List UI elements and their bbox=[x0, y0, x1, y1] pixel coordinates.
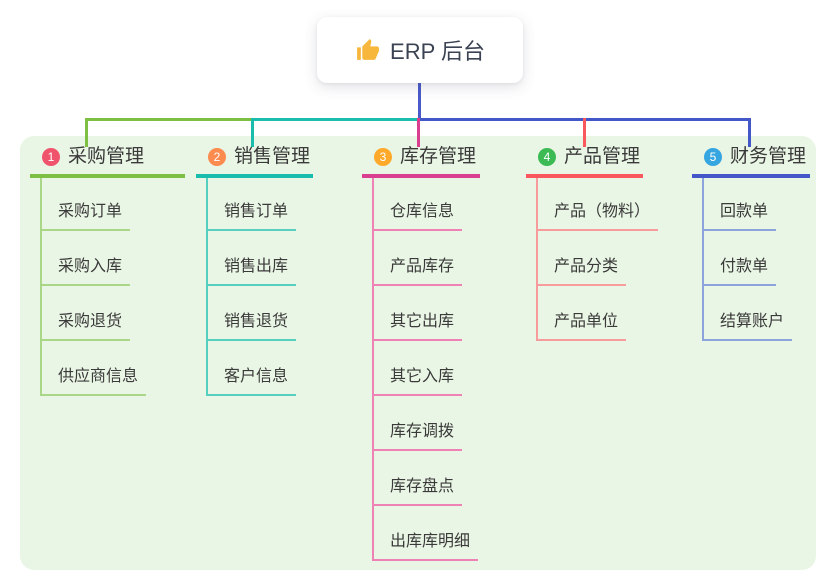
branch-title: 财务管理 bbox=[730, 146, 807, 167]
drop-line-product bbox=[583, 118, 586, 147]
drop-line-inventory bbox=[417, 118, 420, 147]
branch-line bbox=[372, 178, 374, 561]
node-item[interactable]: 产品分类 bbox=[536, 256, 627, 286]
branch-number-badge: 3 bbox=[374, 148, 392, 166]
node-item[interactable]: 采购退货 bbox=[40, 311, 131, 341]
node-item[interactable]: 销售出库 bbox=[206, 256, 297, 286]
branch-purchase: 1 采购管理 采购订单 采购入库 采购退货 供应商信息 bbox=[30, 146, 185, 396]
branch-title: 产品管理 bbox=[564, 146, 641, 167]
branch-line bbox=[206, 178, 208, 396]
branch-product: 4 产品管理 产品（物料） 产品分类 产品单位 bbox=[526, 146, 659, 341]
branch-sales: 2 销售管理 销售订单 销售出库 销售退货 客户信息 bbox=[196, 146, 313, 396]
node-item[interactable]: 采购订单 bbox=[40, 201, 131, 231]
branch-finance: 5 财务管理 回款单 付款单 结算账户 bbox=[692, 146, 810, 341]
node-item[interactable]: 销售订单 bbox=[206, 201, 297, 231]
bus-segment-teal bbox=[254, 118, 420, 121]
branch-header-inventory[interactable]: 3 库存管理 bbox=[362, 146, 480, 178]
branch-header-product[interactable]: 4 产品管理 bbox=[526, 146, 643, 178]
branch-title: 销售管理 bbox=[234, 146, 311, 167]
node-item[interactable]: 采购入库 bbox=[40, 256, 131, 286]
node-item[interactable]: 其它入库 bbox=[372, 366, 463, 396]
branch-number-badge: 2 bbox=[208, 148, 226, 166]
node-item[interactable]: 仓库信息 bbox=[372, 201, 463, 231]
root-connector-line bbox=[418, 83, 421, 118]
branch-number-badge: 1 bbox=[42, 148, 60, 166]
branch-header-purchase[interactable]: 1 采购管理 bbox=[30, 146, 185, 178]
node-item[interactable]: 结算账户 bbox=[702, 311, 793, 341]
root-title: ERP 后台 bbox=[390, 39, 485, 64]
branches-panel bbox=[20, 136, 816, 570]
node-item[interactable]: 出库库明细 bbox=[372, 531, 479, 561]
node-item[interactable]: 库存调拨 bbox=[372, 421, 463, 451]
branch-title: 库存管理 bbox=[400, 146, 477, 167]
node-item[interactable]: 其它出库 bbox=[372, 311, 463, 341]
branch-line bbox=[40, 178, 42, 396]
branch-title: 采购管理 bbox=[68, 146, 145, 167]
node-item[interactable]: 付款单 bbox=[702, 256, 777, 286]
drop-line-sales bbox=[251, 118, 254, 147]
branch-inventory: 3 库存管理 仓库信息 产品库存 其它出库 其它入库 库存调拨 库存盘点 出库库… bbox=[362, 146, 480, 561]
branch-number-badge: 5 bbox=[704, 148, 722, 166]
node-item[interactable]: 产品单位 bbox=[536, 311, 627, 341]
node-item[interactable]: 客户信息 bbox=[206, 366, 297, 396]
node-item[interactable]: 库存盘点 bbox=[372, 476, 463, 506]
drop-line-purchase bbox=[85, 118, 88, 147]
bus-segment-green bbox=[86, 118, 254, 121]
branch-header-sales[interactable]: 2 销售管理 bbox=[196, 146, 313, 178]
thumbs-up-icon bbox=[357, 38, 379, 60]
branch-header-finance[interactable]: 5 财务管理 bbox=[692, 146, 810, 178]
drop-line-finance bbox=[748, 118, 751, 147]
branch-line bbox=[536, 178, 538, 341]
node-item[interactable]: 供应商信息 bbox=[40, 366, 147, 396]
node-item[interactable]: 产品库存 bbox=[372, 256, 463, 286]
node-item[interactable]: 销售退货 bbox=[206, 311, 297, 341]
node-item[interactable]: 产品（物料） bbox=[536, 201, 659, 231]
node-item[interactable]: 回款单 bbox=[702, 201, 777, 231]
branch-number-badge: 4 bbox=[538, 148, 556, 166]
branch-line bbox=[702, 178, 704, 341]
root-node[interactable]: ERP 后台 bbox=[317, 17, 523, 83]
